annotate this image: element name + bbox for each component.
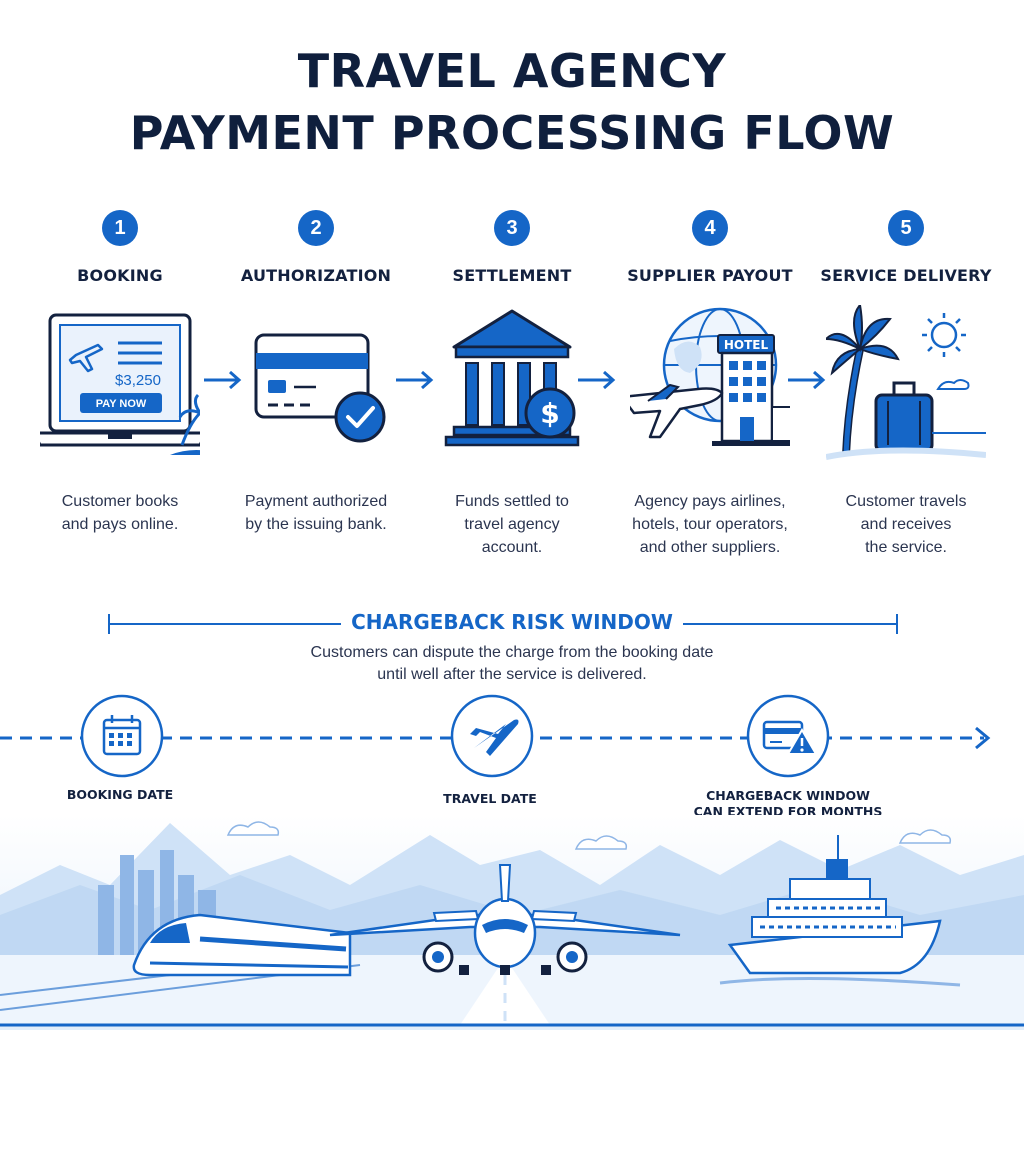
arrow-right-icon [396, 370, 434, 390]
step-settlement: 3 SETTLEMENT $ Funds settled to travel a… [412, 210, 612, 556]
pay-now-button [80, 393, 162, 413]
train-icon [132, 913, 352, 977]
step-title: AUTHORIZATION [240, 266, 392, 285]
step-number: 1 [102, 210, 138, 246]
timeline [0, 694, 991, 778]
step-description: Customer travels and receives the servic… [845, 493, 967, 556]
timeline-label-travel-date: TRAVEL DATE [443, 791, 537, 806]
step-title: SUPPLIER PAYOUT [627, 266, 793, 285]
risk-window-description: Customers can dispute the charge from th… [310, 644, 714, 683]
card-warning-icon [746, 694, 830, 778]
page-title: TRAVEL AGENCY PAYMENT PROCESSING FLOW [0, 40, 1024, 164]
palm-suitcase-icon [826, 305, 986, 460]
step-number: 2 [298, 210, 334, 246]
arrow-right-icon [788, 370, 826, 390]
svg-text:$: $ [540, 397, 559, 430]
booking-price: $3,250 [115, 372, 161, 389]
step-title: BOOKING [77, 266, 163, 285]
credit-card-check-icon [254, 333, 386, 443]
globe-hotel-plane-icon: HOTEL [630, 307, 790, 446]
cloud-icon [226, 821, 952, 850]
title-line-1: TRAVEL AGENCY [297, 44, 727, 98]
hotel-sign: HOTEL [724, 338, 769, 352]
calendar-icon [80, 694, 164, 778]
step-description: Funds settled to travel agency account. [455, 493, 569, 556]
step-number: 3 [494, 210, 530, 246]
airplane-icon [450, 694, 534, 778]
step-authorization: 2 AUTHORIZATION Payment authorized by th… [216, 210, 416, 533]
step-description: Customer books and pays online. [61, 493, 179, 533]
airplane-front-icon [329, 864, 681, 975]
bank-dollar-icon: $ [444, 309, 580, 447]
timeline-label-booking-date: BOOKING DATE [66, 787, 174, 802]
step-supplier-payout: 4 SUPPLIER PAYOUT HOTEL Agency pays airl… [610, 210, 810, 556]
step-title: SERVICE DELIVERY [820, 266, 992, 285]
arrow-right-icon [578, 370, 616, 390]
step-description: Agency pays airlines, hotels, tour opera… [632, 493, 788, 556]
laptop-booking-icon: $3,250 PAY NOW [40, 313, 200, 455]
step-number: 4 [692, 210, 728, 246]
pay-now-label: PAY NOW [96, 398, 147, 410]
step-booking: 1 BOOKING $3,250 PAY NOW Customer books … [20, 210, 220, 533]
step-title: SETTLEMENT [452, 266, 572, 285]
step-description: Payment authorized by the issuing bank. [244, 493, 388, 533]
step-number: 5 [888, 210, 924, 246]
title-line-2: PAYMENT PROCESSING FLOW [129, 106, 895, 160]
cruise-ship-icon [719, 835, 961, 987]
transport-scene-illustration [0, 815, 1024, 1030]
arrow-right-icon [204, 370, 242, 390]
step-service-delivery: 5 SERVICE DELIVERY Customer travels and … [806, 210, 1006, 556]
risk-window-title: CHARGEBACK RISK WINDOW [0, 610, 1024, 634]
